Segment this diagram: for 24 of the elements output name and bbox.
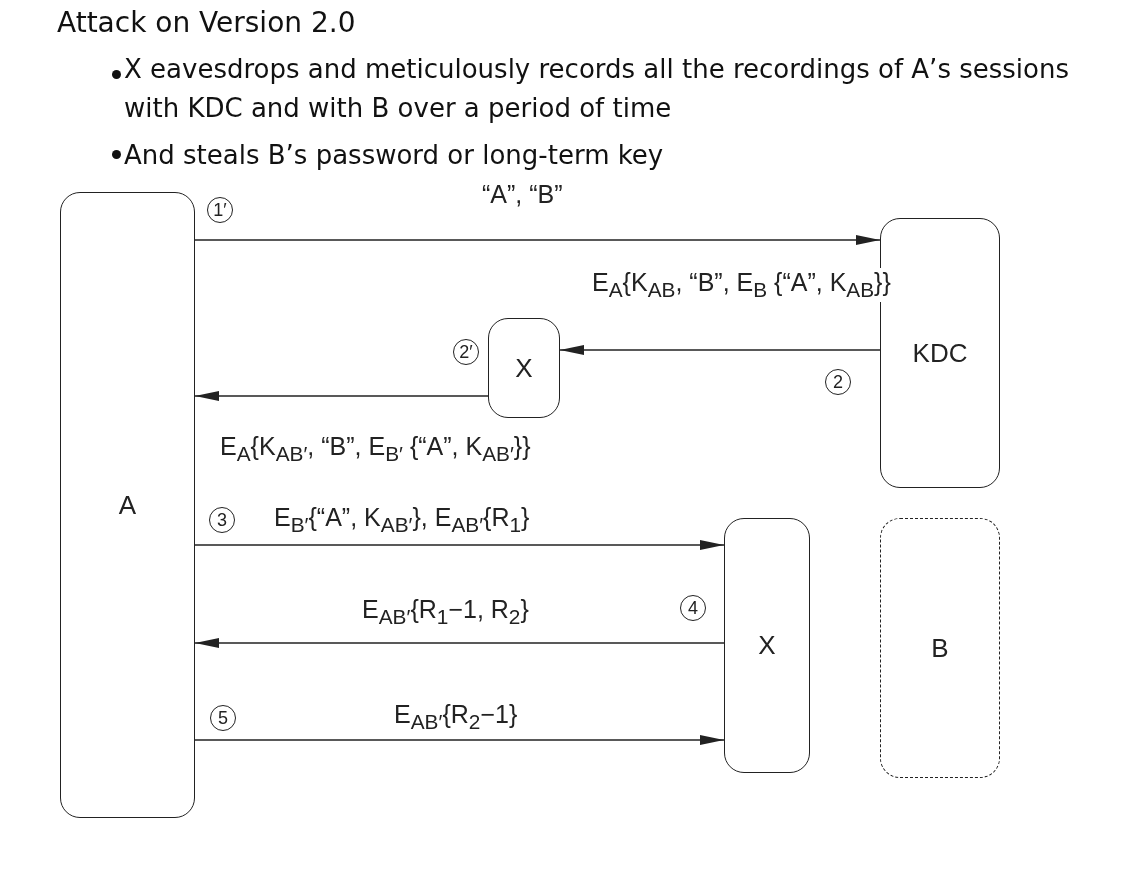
entity-label: X — [758, 630, 776, 661]
entity-label: B — [931, 632, 949, 664]
entity-label: X — [515, 352, 533, 384]
step-number: 2 — [825, 369, 851, 395]
entity-box — [488, 318, 560, 418]
bullet-text: X eavesdrops and meticulously records all the recordings of A’s sessions with KDC and with B over a period of time — [124, 53, 1070, 125]
step-number: 1′ — [207, 197, 233, 223]
arrow — [194, 638, 725, 648]
bullet-text: And steals B’s password or long-term key — [124, 139, 665, 172]
step-number: 2′ — [453, 339, 479, 365]
arrow — [194, 540, 725, 550]
entity-label: A — [118, 489, 137, 521]
slide-title: Attack on Version 2.0 — [57, 6, 356, 39]
entity-label: KDC — [912, 337, 968, 369]
entity-box — [724, 518, 810, 773]
arrow — [194, 735, 725, 745]
arrow — [194, 235, 881, 245]
step-number: 3 — [209, 507, 235, 533]
arrow — [559, 345, 881, 355]
dashed-entity-box — [880, 518, 1000, 778]
step-number: 5 — [210, 705, 236, 731]
entity-box — [60, 192, 195, 818]
step-number: 4 — [680, 595, 706, 621]
arrow — [194, 391, 489, 401]
